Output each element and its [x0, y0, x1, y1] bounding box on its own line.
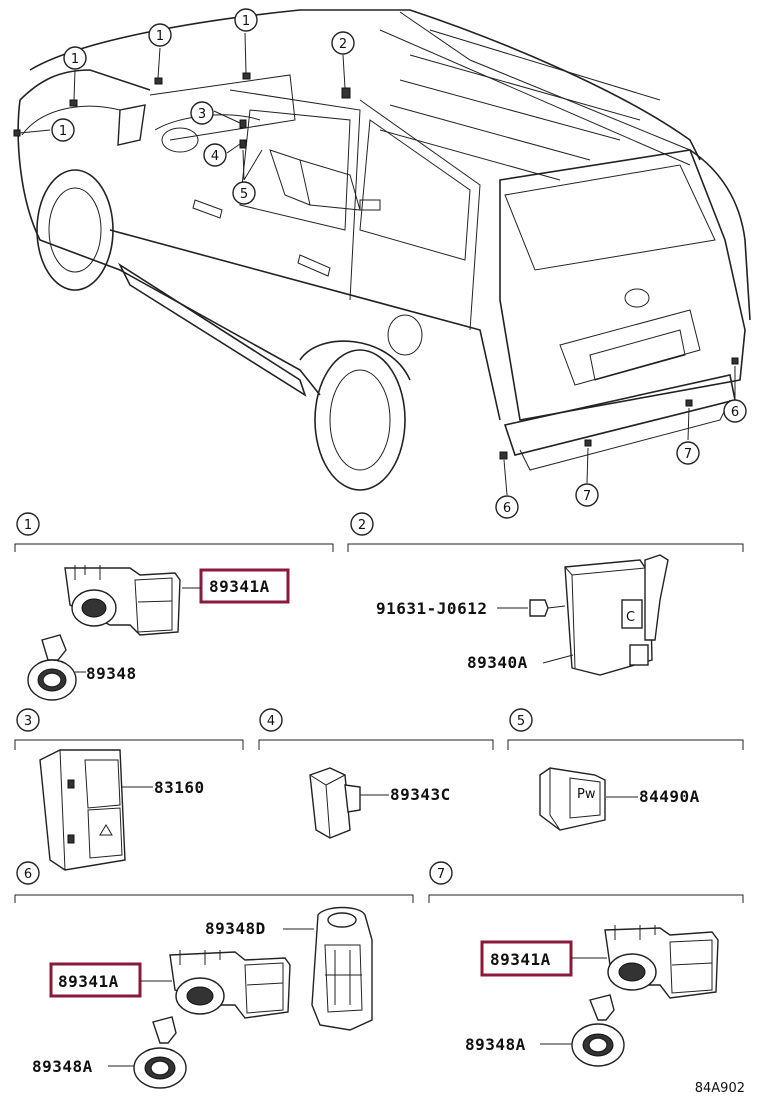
callout-1: 1 [59, 124, 67, 139]
part-number-89341A: 89341A [209, 577, 270, 596]
callout-markers: 1 1 1 1 2 3 4 5 6 6 7 7 [51, 8, 747, 519]
callout-1: 1 [242, 14, 250, 29]
section-number: 2 [358, 518, 366, 533]
part-number-89348: 89348 [86, 664, 137, 683]
section-3: 3 83160 [14, 708, 244, 871]
callout-7: 7 [583, 489, 591, 504]
callout-6: 6 [503, 501, 511, 516]
section-5: 5 Pw 84490A [507, 708, 744, 831]
part-number-89348A: 89348A [465, 1035, 526, 1054]
section-1: 1 89341A 89348 [14, 512, 334, 701]
callout-1: 1 [156, 29, 164, 44]
svg-text:C: C [626, 610, 635, 625]
part-number-89341A: 89341A [490, 950, 551, 969]
callout-3: 3 [198, 107, 206, 122]
section-4: 4 89343C [258, 708, 494, 839]
part-number-89343C: 89343C [390, 785, 451, 804]
section-number: 6 [24, 867, 32, 882]
callout-4: 4 [211, 149, 219, 164]
part-number-84490A: 84490A [639, 787, 700, 806]
part-number-91631-J0612: 91631-J0612 [376, 599, 487, 618]
section-7: 7 89341A 89348A [428, 861, 744, 1067]
vehicle-illustration [13, 9, 751, 491]
part-number-83160: 83160 [154, 778, 205, 797]
section-number: 4 [267, 714, 275, 729]
callout-7: 7 [684, 447, 692, 462]
section-number: 1 [24, 518, 32, 533]
callout-6: 6 [731, 405, 739, 420]
callout-1: 1 [71, 52, 79, 67]
svg-text:Pw: Pw [577, 787, 596, 802]
section-2: 2 C 91631-J0612 89340A [347, 512, 744, 676]
section-number: 7 [437, 867, 445, 882]
part-number-89341A: 89341A [58, 972, 119, 991]
part-number-89348D: 89348D [205, 919, 266, 938]
callout-leaders [19, 32, 736, 496]
diagram-code: 84A902 [695, 1081, 745, 1096]
section-number: 5 [517, 714, 525, 729]
part-number-89340A: 89340A [467, 653, 528, 672]
callout-2: 2 [339, 37, 347, 52]
callout-5: 5 [240, 187, 248, 202]
section-6: 6 89348D 89341A 89348A [14, 861, 414, 1089]
part-number-89348A: 89348A [32, 1057, 93, 1076]
section-number: 3 [24, 714, 32, 729]
